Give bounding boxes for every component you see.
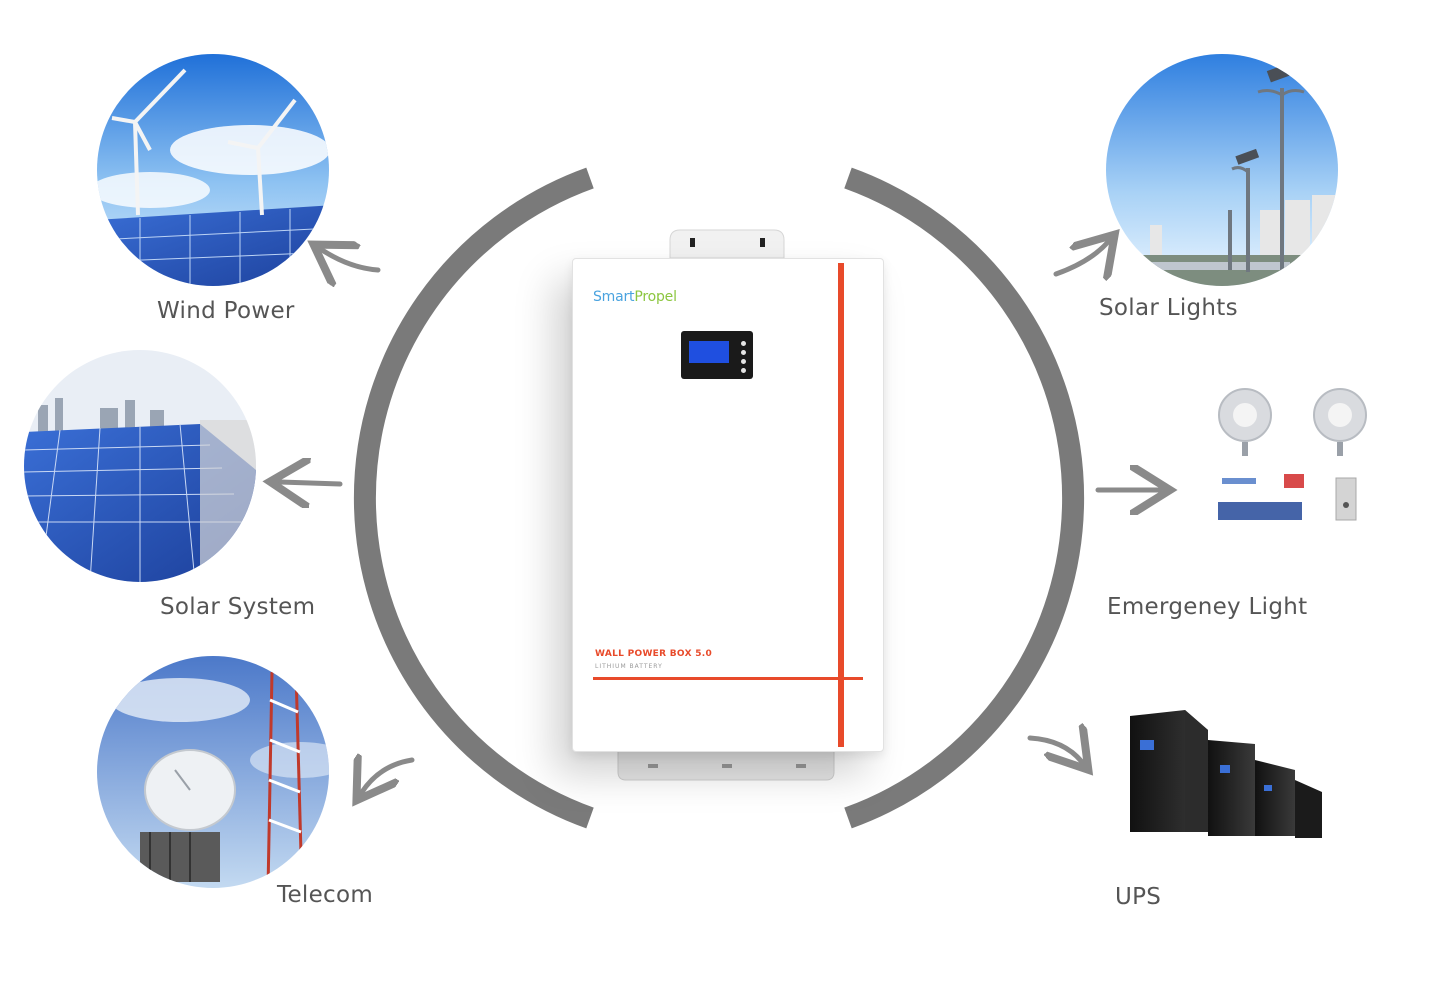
arrow-to-ups: [1027, 738, 1082, 762]
label-solar-system: Solar System: [160, 594, 316, 620]
device-top-bracket: [669, 229, 785, 259]
ring-arc-right: [844, 167, 1085, 829]
lcd-button-icon: [741, 341, 746, 346]
lcd-display: [681, 331, 753, 379]
arrow-to-telecom: [362, 760, 415, 792]
label-wind-power: Wind Power: [157, 298, 295, 324]
lcd-button-icon: [741, 359, 746, 364]
accent-stripe-horizontal: [593, 677, 863, 680]
wind-power-photo: [97, 54, 329, 286]
label-telecom: Telecom: [277, 882, 374, 908]
device-bottom-bracket: [617, 749, 835, 781]
lcd-button-icon: [741, 368, 746, 373]
brand-logo-part1: Smart: [593, 289, 635, 305]
lcd-screen: [689, 341, 729, 363]
solar-lights-photo: [1106, 54, 1338, 286]
arrow-to-solar-system: [280, 482, 343, 484]
ups-photo: [1130, 710, 1322, 838]
label-emergency-light: Emergeney Light: [1107, 594, 1308, 620]
brand-logo: SmartPropel: [593, 289, 677, 305]
arrow-to-wind-power: [322, 250, 381, 270]
label-ups: UPS: [1115, 884, 1162, 910]
telecom-photo: [97, 656, 329, 888]
brand-logo-part2: Propel: [634, 289, 677, 305]
lcd-button-icon: [741, 350, 746, 355]
wall-power-box-device: SmartPropel WALL POWER BOX 5.0 LITHIUM B…: [572, 258, 884, 752]
ring-arc-left: [353, 167, 594, 829]
device-model-label: WALL POWER BOX 5.0: [595, 649, 713, 659]
arrow-to-solar-lights: [1053, 242, 1108, 274]
label-solar-lights: Solar Lights: [1099, 295, 1238, 321]
accent-stripe-vertical: [838, 263, 844, 747]
emergency-light-photo: [1218, 388, 1367, 521]
device-model-sublabel: LITHIUM BATTERY: [595, 663, 663, 670]
solar-system-photo: [24, 350, 256, 582]
